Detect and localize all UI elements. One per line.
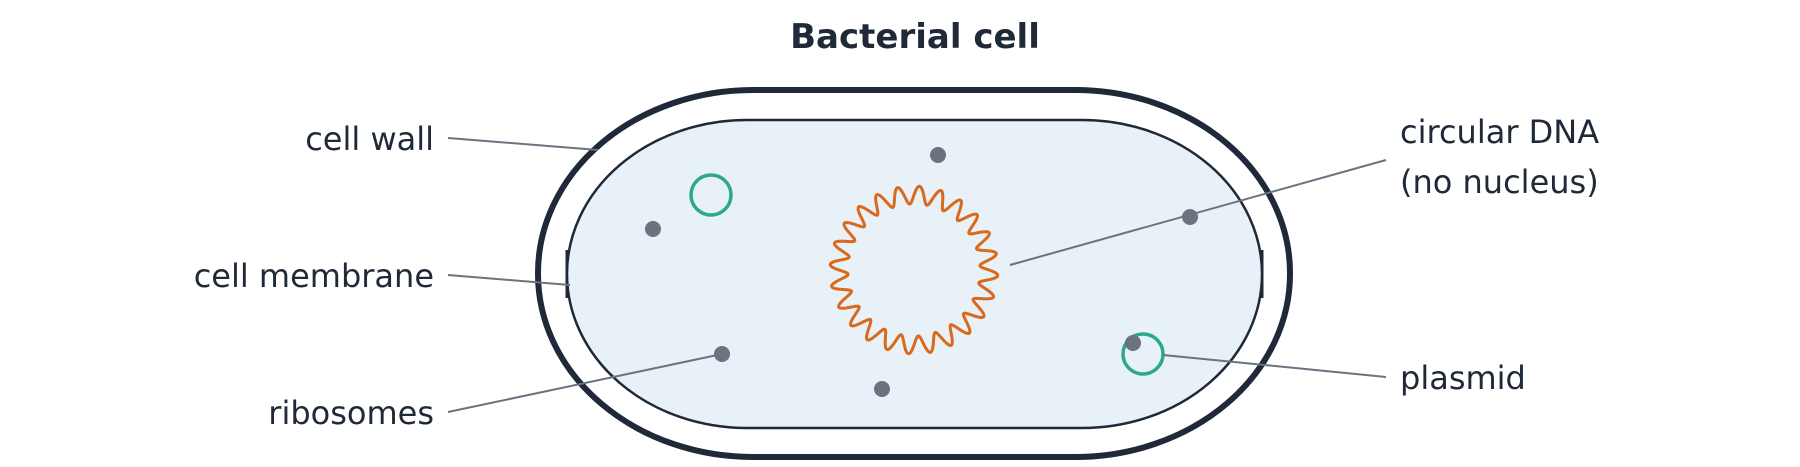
circular-dna (828, 184, 1000, 356)
label-no-nucleus: (no nucleus) (1400, 163, 1599, 201)
plasmid-left (689, 173, 733, 217)
leader-circular-dna (1009, 159, 1387, 266)
label-circular-dna: circular DNA (1400, 113, 1599, 151)
plasmid-right (1121, 332, 1165, 376)
ribosome (930, 147, 946, 163)
ribosome (1125, 335, 1141, 351)
leader-cell-membrane (447, 274, 571, 286)
label-cell-wall: cell wall (305, 120, 434, 158)
leader-plasmid (1162, 354, 1387, 378)
label-plasmid: plasmid (1400, 359, 1526, 397)
label-ribosomes: ribosomes (268, 394, 434, 432)
ribosome (645, 221, 661, 237)
leader-ribosomes (447, 353, 723, 413)
leader-cell-wall (447, 137, 599, 151)
ribosome (874, 381, 890, 397)
diagram-title: Bacterial cell (790, 17, 1040, 57)
label-cell-membrane: cell membrane (194, 257, 434, 295)
cell-membrane (565, 118, 1264, 430)
